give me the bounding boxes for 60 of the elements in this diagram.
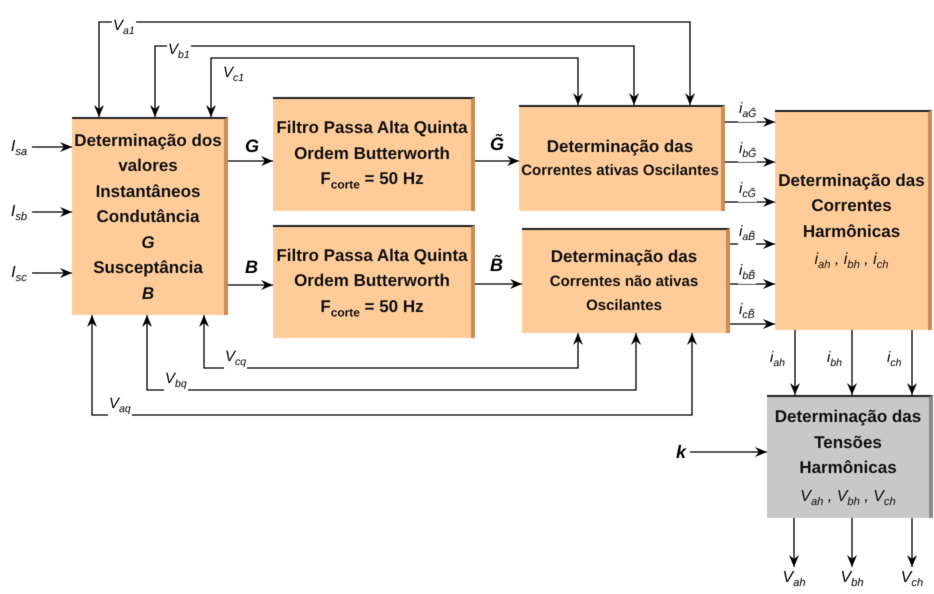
signal-label: I$_{sb}$ [6,201,32,223]
edge-label: i$_{cG̃}$ [738,181,757,202]
process-box [519,105,725,211]
arrow [730,239,775,249]
signal-label: k [672,441,690,463]
box-text: Determinação das Correntes Harmônicas [777,170,926,243]
box-text: Determinação das [550,246,698,268]
arrow [847,330,857,395]
signal-label: I$_{sa}$ [6,136,32,158]
arrow [730,279,775,289]
feedback-arrow [94,21,695,117]
edge-label: V$_{aq}$ [108,396,132,417]
edge-label: i$_{bG̃}$ [738,141,758,162]
arrow [847,518,857,567]
edge-label: i$_{aB̃}$ [738,224,756,245]
arrow [790,330,800,395]
box-text: Filtro Passa Alta Quinta Ordem Butterworth [275,244,469,292]
process-box [775,110,932,330]
arrow [32,142,72,152]
signal-label: V$_{ch}$ [898,567,926,589]
arrow [725,117,775,127]
arrow [32,268,72,278]
arrow [690,447,767,457]
arrow [32,207,72,217]
box-text: Correntes não ativas Oscilantes [548,272,700,316]
arrow [907,330,917,395]
box-text: i$_{ah}$ , i$_{bh}$ , i$_{ch}$ [814,250,889,274]
feedback-arrow [199,315,583,369]
box-text: Filtro Passa Alta Quinta Ordem Butterworth [275,117,469,165]
signal-label: I$_{sc}$ [6,262,32,284]
arrow [475,279,522,289]
box-text: V$_{ah}$ , V$_{bh}$ , V$_{ch}$ [800,486,896,510]
process-box [522,228,730,333]
box-text: Determinação das [546,136,694,158]
arrow [730,319,775,329]
box-text: F$_{corte}$ = 50 Hz [320,168,424,194]
feedback-arrow [150,45,639,117]
arrow [725,197,775,207]
arrow [475,156,519,166]
edge-label: i$_{bB̃}$ [738,263,756,284]
process-box [767,395,933,518]
feedback-arrow [206,57,583,117]
arrow [228,156,273,166]
feedback-arrow [142,315,641,391]
box-text: Correntes ativas Oscilantes [521,161,719,182]
signal-label: V$_{ah}$ [780,567,808,589]
edge-label: V$_{bq}$ [164,371,188,392]
arrow [725,157,775,167]
box-text: Determinação das Tensões Harmônicas [774,406,922,480]
process-box [273,97,475,211]
edge-label: i$_{aG̃}$ [738,101,758,122]
box-text: F$_{corte}$ = 50 Hz [320,296,424,322]
process-box [273,225,475,338]
edge-label: V$_{cq}$ [224,349,248,370]
feedback-arrow [87,315,697,416]
signal-label: V$_{bh}$ [838,567,866,589]
arrow [789,518,799,567]
arrow [228,280,273,290]
arrow [907,518,917,567]
box-text: Determinação dos valores Instantâneos Condutância G Susceptância B [73,130,223,305]
